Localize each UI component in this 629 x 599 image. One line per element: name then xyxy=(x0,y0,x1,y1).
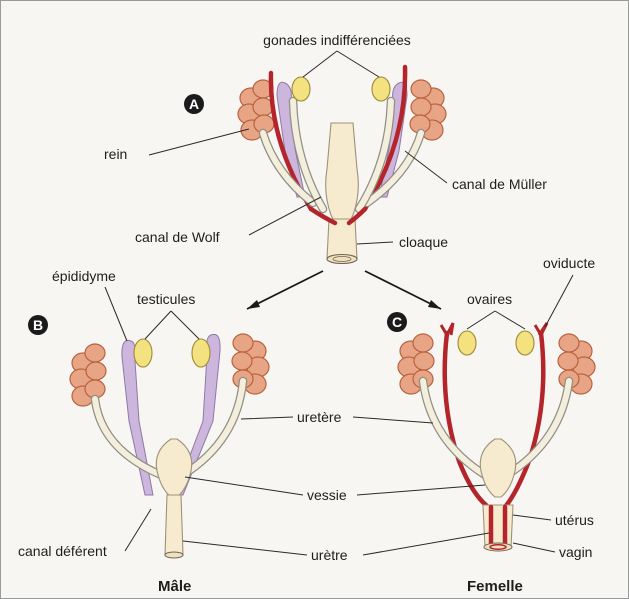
label-uterus: utérus xyxy=(555,512,594,528)
testis-right xyxy=(192,339,210,367)
kidney-left-a xyxy=(238,80,274,140)
panel-c: C ovaires oviducte utérus vagin Femelle xyxy=(387,255,595,595)
ureter-left-c xyxy=(423,381,485,475)
arrows xyxy=(247,271,441,309)
kidney-right-b xyxy=(232,334,269,394)
ovary-right xyxy=(516,331,534,355)
badge-b-letter: B xyxy=(33,317,43,333)
gonad-left-a xyxy=(292,77,310,101)
label-canal-deferent: canal déférent xyxy=(18,543,107,559)
label-uretre: urètre xyxy=(311,547,348,563)
label-vagin: vagin xyxy=(559,544,592,560)
label-uretere: uretère xyxy=(297,409,342,425)
kidney-left-b xyxy=(70,344,106,406)
urethra-b xyxy=(165,495,183,555)
ovary-left xyxy=(458,331,476,355)
bladder-c xyxy=(480,439,515,497)
label-canal-muller: canal de Müller xyxy=(452,176,547,192)
fimbria-right xyxy=(535,323,547,335)
caption-femelle: Femelle xyxy=(467,578,523,595)
label-oviducte: oviducte xyxy=(543,255,595,271)
kidney-left-c xyxy=(398,334,434,394)
label-ovaires: ovaires xyxy=(467,291,512,307)
cloaca xyxy=(327,219,357,259)
bladder-b xyxy=(156,439,191,497)
label-cloaque: cloaque xyxy=(399,234,448,250)
badge-c-letter: C xyxy=(392,314,402,330)
label-rein: rein xyxy=(104,146,127,162)
label-testicules: testicules xyxy=(137,291,195,307)
kidney-right-c xyxy=(558,334,595,394)
label-epididyme: épididyme xyxy=(52,268,116,284)
panel-a: A gonades indifférenciées rein canal de … xyxy=(104,32,547,264)
fimbria-left xyxy=(441,323,453,335)
kidney-right-a xyxy=(410,80,446,140)
label-gonades: gonades indifférenciées xyxy=(263,32,411,48)
caption-male: Mâle xyxy=(158,578,191,595)
gonad-right-a xyxy=(372,77,390,101)
bladder-a xyxy=(326,123,359,223)
panel-b: B épididyme testicules canal déférent Mâ… xyxy=(18,268,269,595)
uterus xyxy=(483,505,513,547)
testis-left xyxy=(134,339,152,367)
label-canal-wolf: canal de Wolf xyxy=(135,229,220,245)
badge-a-letter: A xyxy=(189,96,199,112)
label-vessie: vessie xyxy=(307,487,347,503)
